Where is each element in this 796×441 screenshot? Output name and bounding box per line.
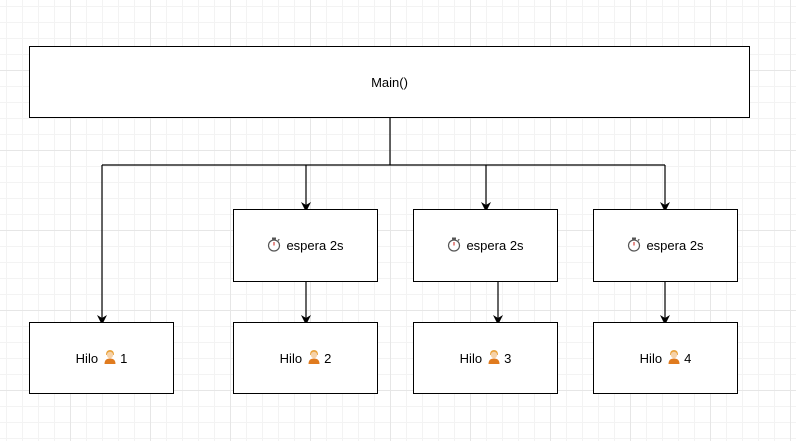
wait-node-label: espera 2s (286, 238, 344, 253)
thread-node-number: 2 (324, 350, 332, 366)
stopwatch-icon (627, 237, 641, 255)
worker-icon (487, 349, 501, 367)
main-node-label: Main() (371, 74, 408, 90)
thread-node-4[interactable]: Hilo 4 (593, 322, 738, 394)
wait-node-2[interactable]: espera 2s (413, 209, 558, 282)
wait-node-1[interactable]: espera 2s (233, 209, 378, 282)
thread-node-3[interactable]: Hilo 3 (413, 322, 558, 394)
thread-node-2[interactable]: Hilo 2 (233, 322, 378, 394)
thread-node-label: Hilo (639, 350, 663, 366)
thread-node-label: Hilo (279, 350, 303, 366)
thread-node-label: Hilo (459, 350, 483, 366)
thread-node-number: 4 (684, 350, 692, 366)
stopwatch-icon (447, 237, 461, 255)
thread-node-number: 1 (120, 350, 128, 366)
thread-node-1[interactable]: Hilo 1 (29, 322, 174, 394)
thread-node-number: 3 (504, 350, 512, 366)
worker-icon (307, 349, 321, 367)
wait-node-3[interactable]: espera 2s (593, 209, 738, 282)
worker-icon (103, 349, 117, 367)
thread-node-label: Hilo (75, 350, 99, 366)
worker-icon (667, 349, 681, 367)
wait-node-label: espera 2s (646, 238, 704, 253)
wait-node-label: espera 2s (466, 238, 524, 253)
main-node[interactable]: Main() (29, 46, 750, 118)
stopwatch-icon (267, 237, 281, 255)
